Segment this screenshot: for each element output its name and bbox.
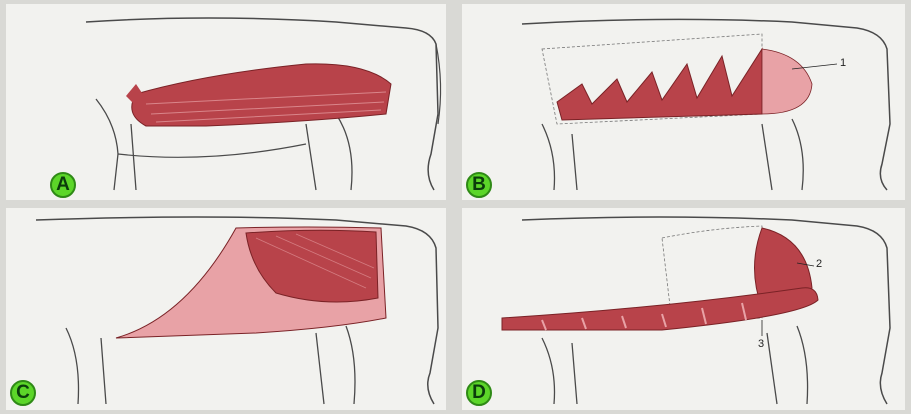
panel-label-a: A <box>50 172 76 198</box>
cow-illustration-b <box>462 4 905 200</box>
panel-label-c: C <box>10 380 36 406</box>
cow-illustration-c <box>6 208 446 410</box>
panel-label-d: D <box>466 380 492 406</box>
panel-a: A <box>6 4 446 200</box>
cow-illustration-d <box>462 208 905 410</box>
callout-3: 3 <box>758 338 764 350</box>
callout-1: 1 <box>840 57 846 69</box>
callout-2: 2 <box>816 258 822 270</box>
panel-b: 1 B <box>462 4 905 200</box>
panel-d: 2 3 D <box>462 208 905 410</box>
panel-c: C <box>6 208 446 410</box>
panel-label-b: B <box>466 172 492 198</box>
cow-illustration-a <box>6 4 446 200</box>
